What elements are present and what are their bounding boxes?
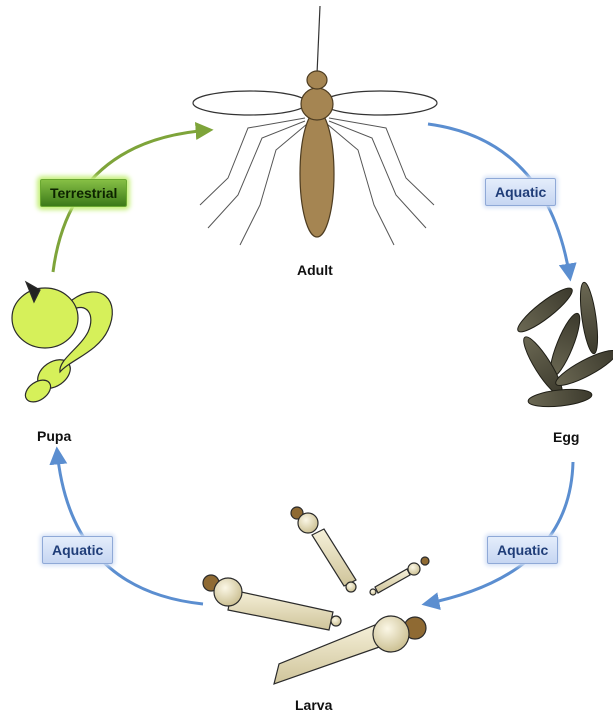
larva-large-icon [274, 616, 426, 684]
stage-label-adult: Adult [297, 262, 333, 278]
larva-small-icon [370, 557, 429, 595]
stage-label-pupa: Pupa [37, 428, 71, 444]
stage-label-larva: Larva [295, 697, 332, 713]
larvae-group-icon [203, 507, 429, 684]
tag-pupa-to-adult: Terrestrial [40, 179, 127, 207]
adult-mosquito-icon [193, 6, 437, 245]
tag-egg-to-larva: Aquatic [487, 536, 558, 564]
larva-upper-icon [291, 507, 356, 592]
egg-cluster-icon [513, 281, 613, 409]
larva-left-icon [203, 575, 341, 630]
pupa-icon [12, 282, 112, 406]
arrow-larva-to-pupa [57, 450, 203, 604]
tag-adult-to-egg: Aquatic [485, 178, 556, 206]
stage-label-egg: Egg [553, 429, 579, 445]
arrow-egg-to-larva [425, 462, 573, 604]
tag-larva-to-pupa: Aquatic [42, 536, 113, 564]
